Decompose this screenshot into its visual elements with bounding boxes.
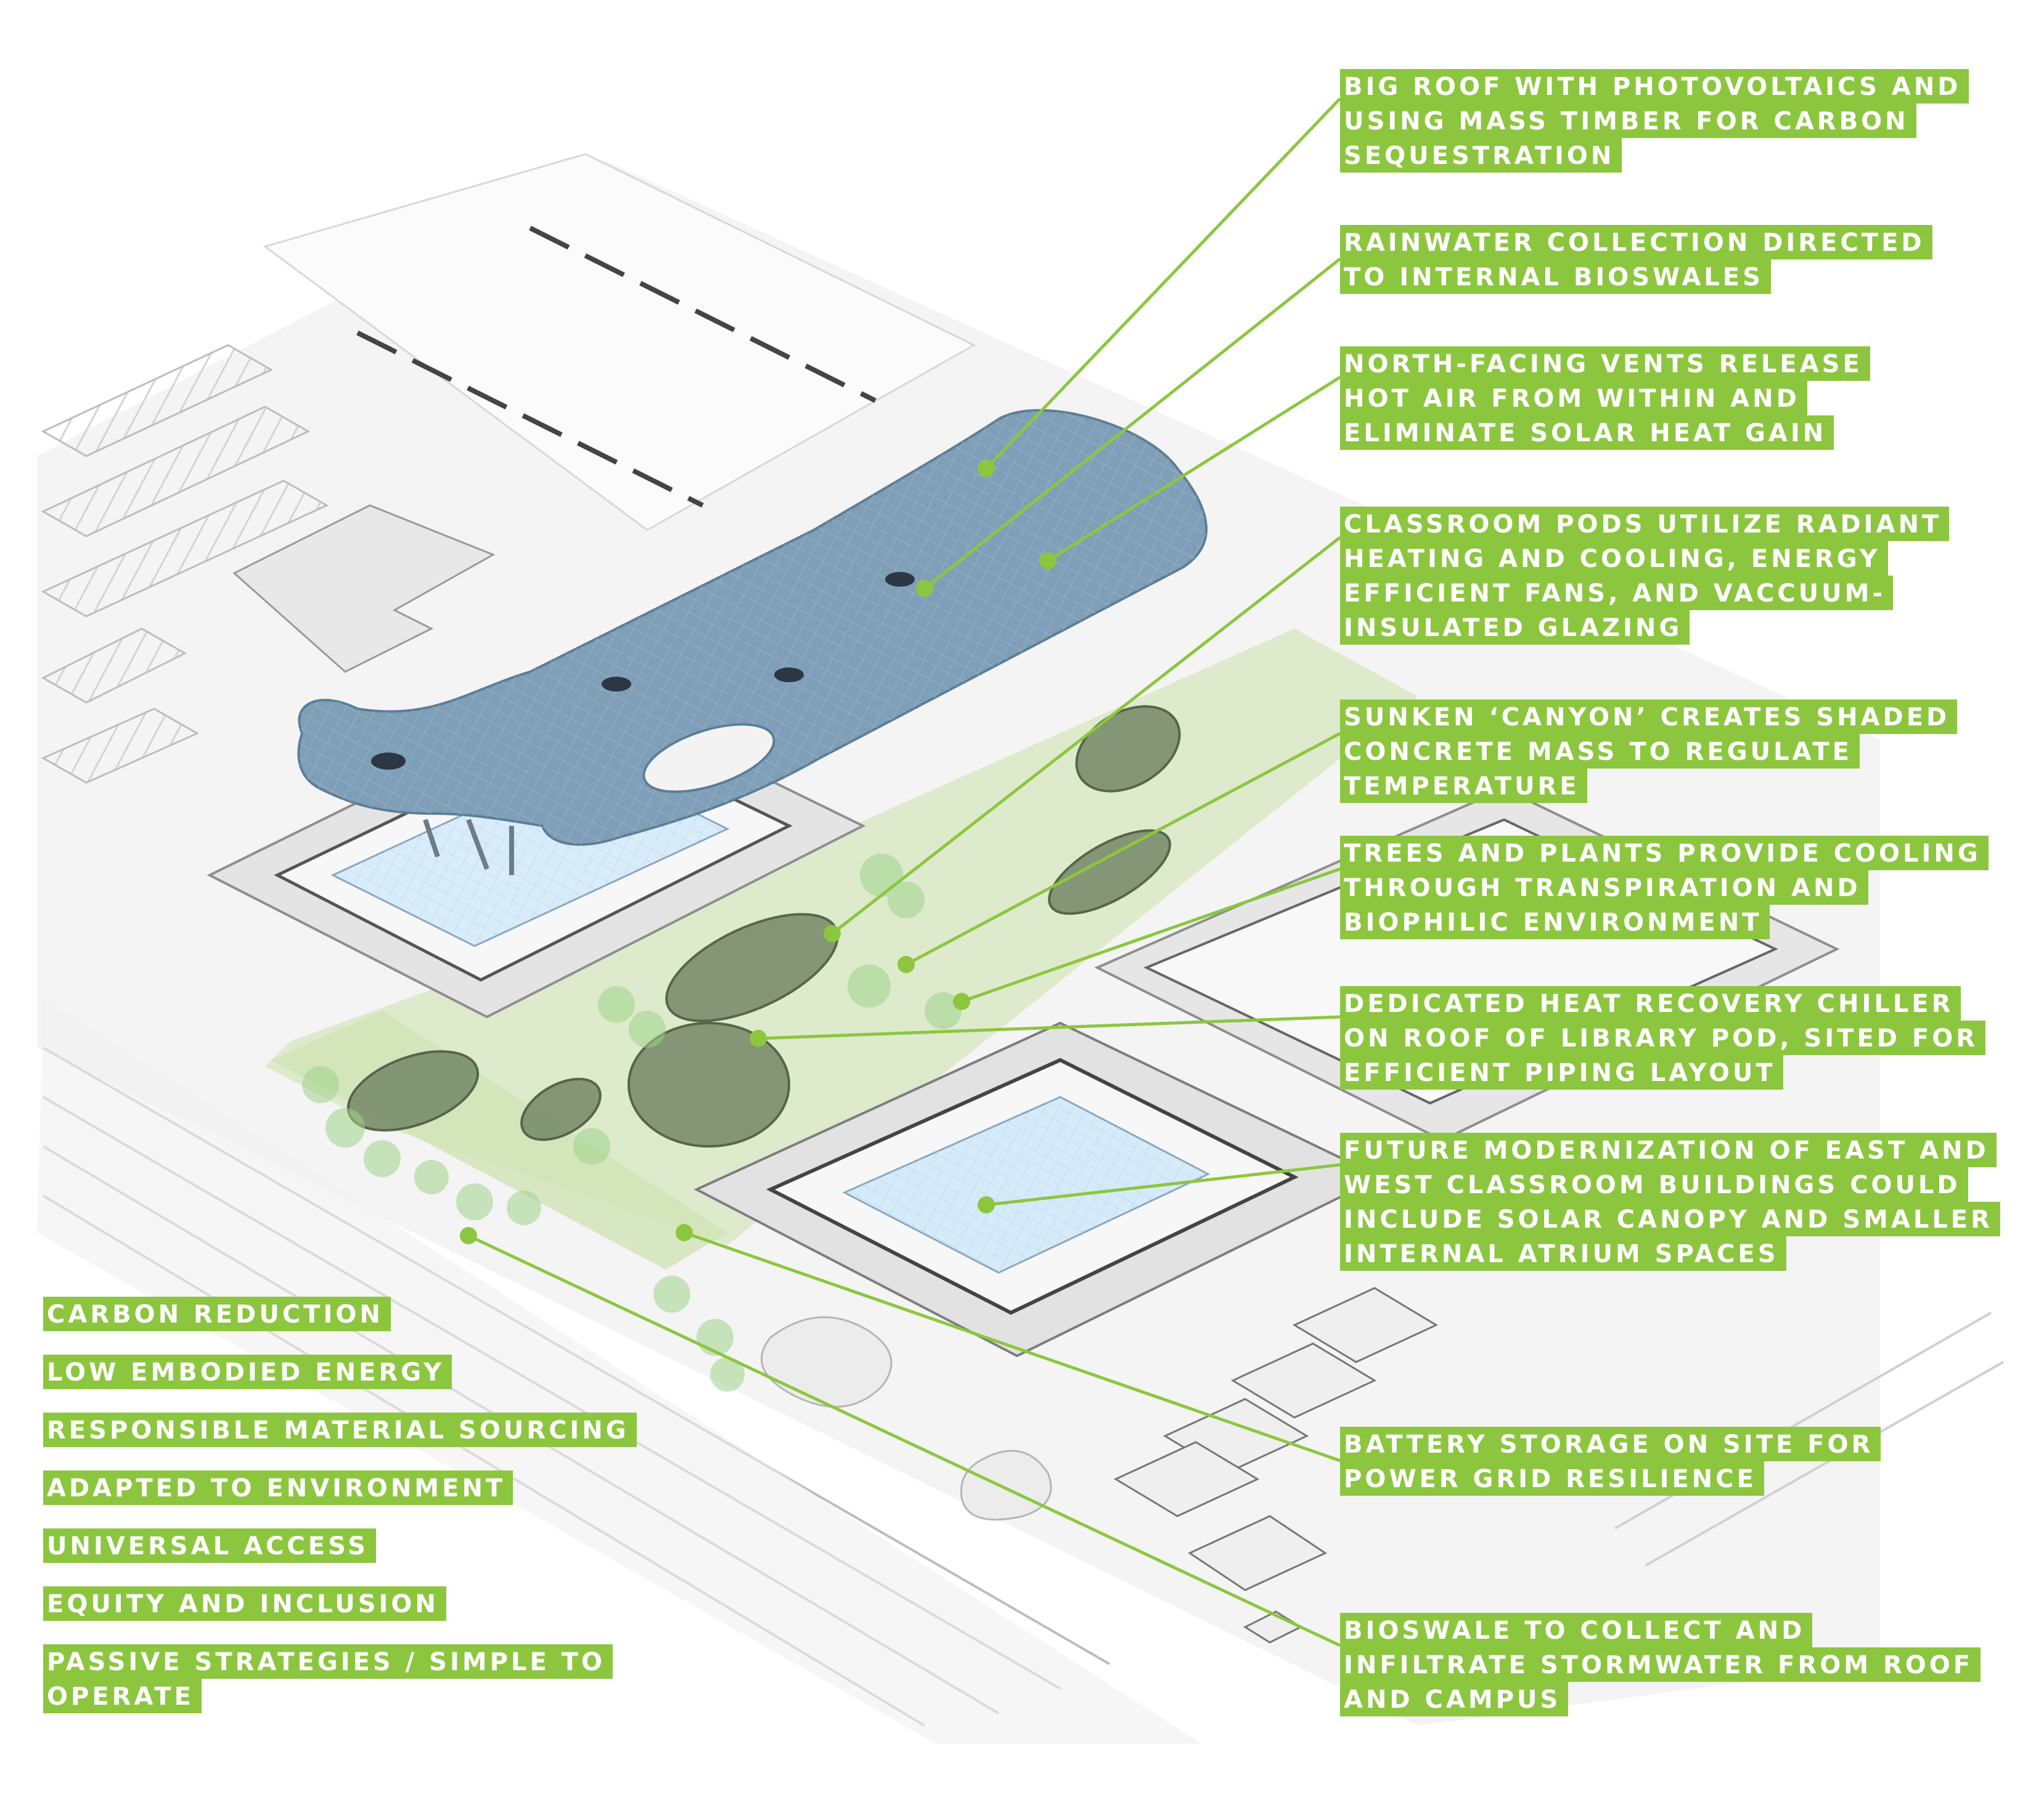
callout-line: HOT AIR FROM WITHIN AND [1340,381,1807,415]
leader-line [986,1163,1341,1207]
callout-rainwater: RAINWATER COLLECTION DIRECTED TO INTERNA… [1340,225,1932,294]
big-roof [297,409,1208,875]
callout-line: FUTURE MODERNIZATION OF EAST AND [1340,1133,1997,1167]
goal-low-embodied-energy: LOW EMBODIED ENERGY [43,1355,637,1389]
leader-dot [916,580,933,597]
leader-lines [467,97,1341,1647]
callout-line: SEQUESTRATION [1340,138,1622,173]
goal-universal-access: UNIVERSAL ACCESS [43,1528,637,1563]
callout-line: TREES AND PLANTS PROVIDE COOLING [1340,836,1989,870]
gym-building [232,504,496,673]
leader-line [985,97,1341,470]
leader-line [684,1231,1341,1462]
west-canopies [41,344,329,784]
callout-classroom-pods: CLASSROOM PODS UTILIZE RADIANT HEATING A… [1340,507,1950,645]
callout-line: POWER GRID RESILIENCE [1340,1461,1764,1496]
callout-line: ON ROOF OF LIBRARY POD, SITED FOR [1340,1021,1986,1055]
goals-legend: CARBON REDUCTION LOW EMBODIED ENERGY RES… [43,1297,637,1737]
callout-line: INFILTRATE STORMWATER FROM ROOF [1340,1647,1981,1682]
callout-chiller: DEDICATED HEAT RECOVERY CHILLER ON ROOF … [1340,986,1986,1090]
callout-line: NORTH-FACING VENTS RELEASE [1340,346,1870,381]
callout-big-roof: BIG ROOF WITH PHOTOVOLTAICS AND USING MA… [1340,69,1969,173]
goal-material-sourcing: RESPONSIBLE MATERIAL SOURCING [43,1413,637,1447]
leader-line [467,1234,1341,1647]
leader-dot [978,460,995,477]
leader-dot [1039,552,1057,569]
callout-line: TO INTERNAL BIOSWALES [1340,259,1771,294]
callout-line: WEST CLASSROOM BUILDINGS COULD [1340,1167,1968,1202]
leader-dot [824,925,841,942]
callout-line: INTERNAL ATRIUM SPACES [1340,1236,1786,1271]
leader-line [1047,375,1341,563]
callout-canyon: SUNKEN ‘CANYON’ CREATES SHADED CONCRETE … [1340,700,1958,803]
callout-line: DEDICATED HEAT RECOVERY CHILLER [1340,986,1961,1021]
leader-dot [897,956,915,973]
callout-line: RAINWATER COLLECTION DIRECTED [1340,225,1932,259]
leader-dot [953,993,970,1010]
goal-equity-inclusion: EQUITY AND INCLUSION [43,1586,637,1621]
leader-dots [460,460,1057,1244]
battery-storage-blocks [1113,1287,1439,1644]
callout-line: EFFICIENT FANS, AND VACCUUM- [1340,576,1894,610]
trees [302,854,962,1392]
callout-line: SUNKEN ‘CANYON’ CREATES SHADED [1340,700,1958,734]
leader-dot [460,1227,477,1244]
callout-modernization: FUTURE MODERNIZATION OF EAST AND WEST CL… [1340,1133,2000,1271]
callout-line: AND CAMPUS [1340,1682,1569,1716]
callout-line: USING MASS TIMBER FOR CARBON [1340,104,1916,138]
callout-line: THROUGH TRANSPIRATION AND [1340,870,1868,905]
north-field [263,153,976,531]
callout-line: BATTERY STORAGE ON SITE FOR [1340,1427,1881,1461]
leader-line [758,1015,1341,1040]
callout-line: ELIMINATE SOLAR HEAT GAIN [1340,415,1834,450]
goal-passive-strategies: PASSIVE STRATEGIES / SIMPLE TO OPERATE [43,1644,637,1713]
classroom-pods [346,705,1181,1148]
callout-line: CLASSROOM PODS UTILIZE RADIANT [1340,507,1950,541]
callout-line: TEMPERATURE [1340,769,1587,803]
leader-line [923,258,1341,590]
callout-line: BIOSWALE TO COLLECT AND [1340,1613,1813,1647]
callout-battery: BATTERY STORAGE ON SITE FOR POWER GRID R… [1340,1427,1881,1496]
leader-line [961,867,1341,1003]
callout-trees: TREES AND PLANTS PROVIDE COOLING THROUGH… [1340,836,1989,939]
parking-markings [356,226,877,508]
leader-line [905,732,1341,966]
leader-dot [750,1030,767,1047]
roof-columns [423,818,514,875]
roof-vents [371,572,915,770]
callout-line: EFFICIENT PIPING LAYOUT [1340,1055,1783,1090]
callout-bioswale: BIOSWALE TO COLLECT AND INFILTRATE STORM… [1340,1613,1981,1716]
leader-line [831,536,1341,935]
callout-vents: NORTH-FACING VENTS RELEASE HOT AIR FROM … [1340,346,1870,450]
callout-line: HEATING AND COOLING, ENERGY [1340,541,1888,576]
goal-carbon-reduction: CARBON REDUCTION [43,1297,637,1331]
landscape-paths [761,1316,1052,1521]
callout-line: INCLUDE SOLAR CANOPY AND SMALLER [1340,1202,2000,1236]
leader-dot [978,1196,995,1214]
callout-line: BIG ROOF WITH PHOTOVOLTAICS AND [1340,69,1969,104]
leader-dot [676,1224,693,1241]
goal-adapted-to-environment: ADAPTED TO ENVIRONMENT [43,1470,637,1505]
callout-line: CONCRETE MASS TO REGULATE [1340,734,1860,769]
roof-oculus [642,723,775,793]
callout-line: BIOPHILIC ENVIRONMENT [1340,905,1770,939]
road [37,998,1202,1744]
callout-line: INSULATED GLAZING [1340,610,1690,645]
